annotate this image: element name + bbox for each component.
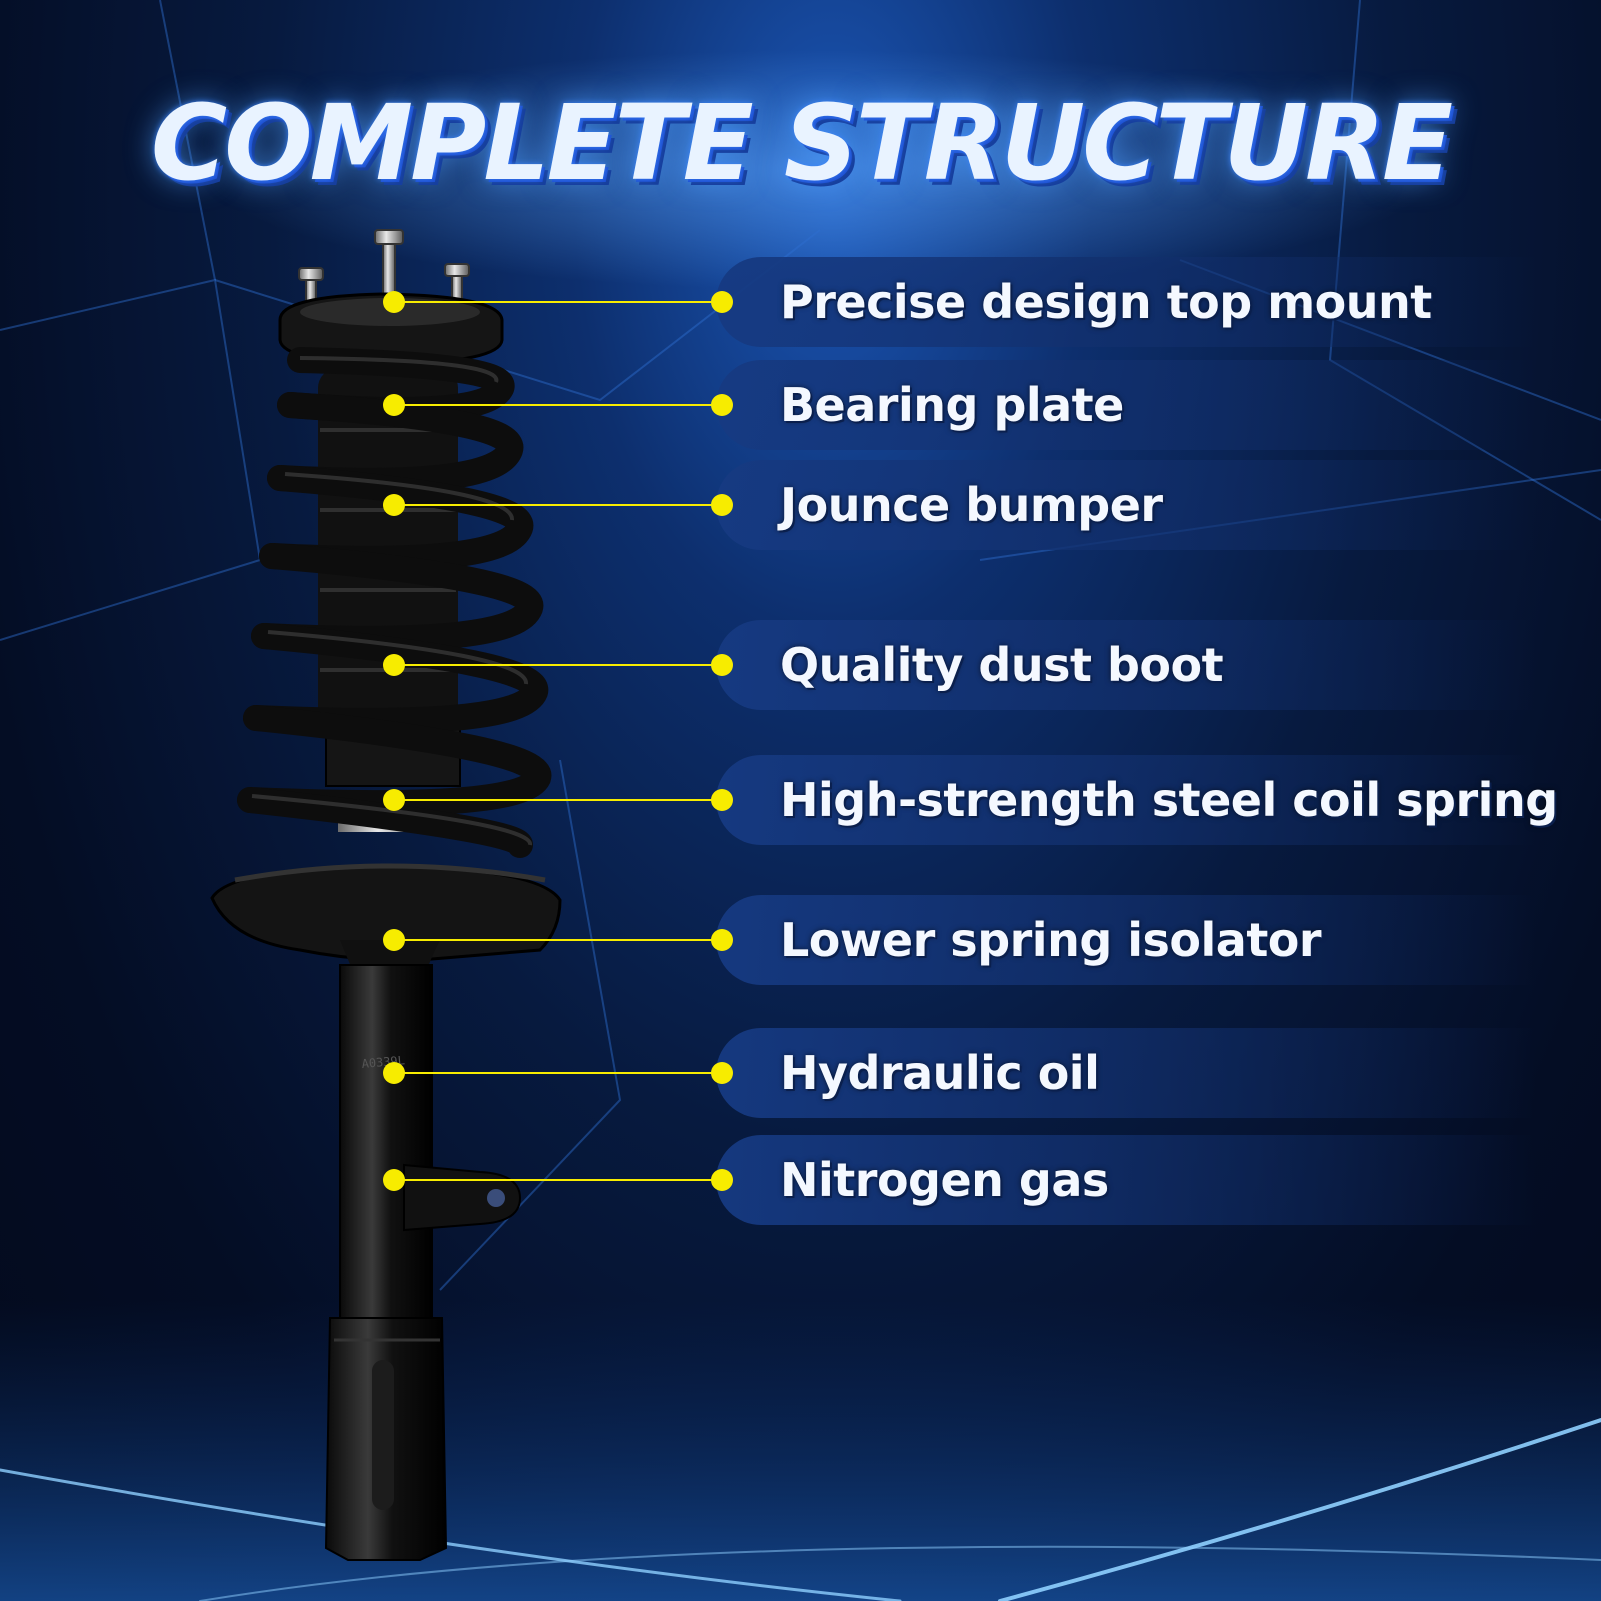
feature-label-dust-boot: Quality dust boot [780, 638, 1224, 692]
marker-dot [383, 929, 405, 951]
feature-pill [716, 257, 1536, 347]
feature-label-hydraulic-oil: Hydraulic oil [780, 1046, 1100, 1100]
marker-dot [383, 394, 405, 416]
feature-pill [716, 460, 1536, 550]
feature-pill [716, 360, 1536, 450]
marker-dot [383, 1169, 405, 1191]
feature-label-nitrogen-gas: Nitrogen gas [780, 1153, 1109, 1207]
marker-dot [711, 929, 733, 951]
mounting-bolts [298, 229, 470, 305]
feature-pill [716, 895, 1536, 985]
feature-pill [716, 755, 1536, 845]
feature-label-spring-isolator: Lower spring isolator [780, 913, 1322, 967]
marker-dot [711, 789, 733, 811]
marker-dot [383, 1062, 405, 1084]
marker-dot [711, 494, 733, 516]
feature-label-bearing-plate: Bearing plate [780, 378, 1124, 432]
feature-label-jounce-bumper: Jounce bumper [780, 478, 1163, 532]
marker-dot [383, 494, 405, 516]
feature-pill [716, 620, 1536, 710]
marker-dot [711, 1062, 733, 1084]
marker-dot [711, 291, 733, 313]
marker-dot [383, 291, 405, 313]
marker-dot [711, 394, 733, 416]
marker-dot [383, 789, 405, 811]
feature-pill [716, 1135, 1536, 1225]
marker-dot [711, 1169, 733, 1191]
page-title: COMPLETE STRUCTURE [150, 82, 1453, 204]
feature-pill [716, 1028, 1536, 1118]
feature-label-coil-spring: High-strength steel coil spring [780, 773, 1558, 827]
marker-dot [383, 654, 405, 676]
marker-dot [711, 654, 733, 676]
feature-label-top-mount: Precise design top mount [780, 275, 1432, 329]
